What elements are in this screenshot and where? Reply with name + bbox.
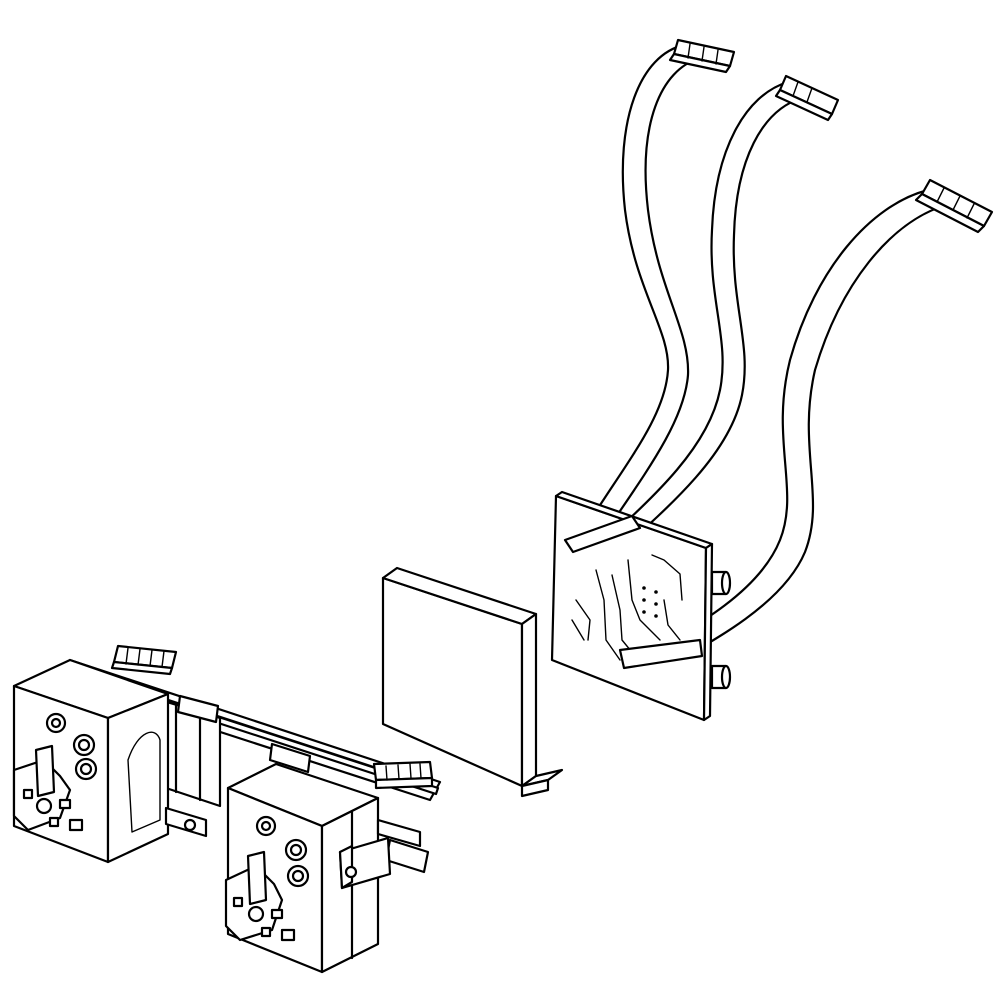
switch-right-actuator bbox=[224, 850, 296, 942]
switch-right-terminals bbox=[255, 815, 310, 888]
switch-left-actuator bbox=[12, 744, 84, 832]
switch-left-terminals bbox=[45, 712, 98, 781]
terminal-block-2 bbox=[372, 760, 434, 790]
connector-plug-1 bbox=[668, 38, 736, 74]
connector-plug-2 bbox=[774, 74, 840, 122]
insulator-panel bbox=[381, 566, 564, 798]
switch-unit-left bbox=[12, 658, 208, 864]
rail-clip-1 bbox=[176, 694, 220, 724]
board-standoff-posts bbox=[710, 570, 732, 690]
rail-clip-2 bbox=[268, 742, 312, 774]
ribbon-cable-3 bbox=[633, 188, 948, 676]
ribbon-cable-2 bbox=[588, 80, 804, 564]
circuit-board bbox=[550, 490, 714, 722]
connector-plug-3 bbox=[914, 178, 994, 234]
ribbon-cable-1 bbox=[576, 43, 702, 550]
terminal-block-1 bbox=[110, 644, 178, 676]
